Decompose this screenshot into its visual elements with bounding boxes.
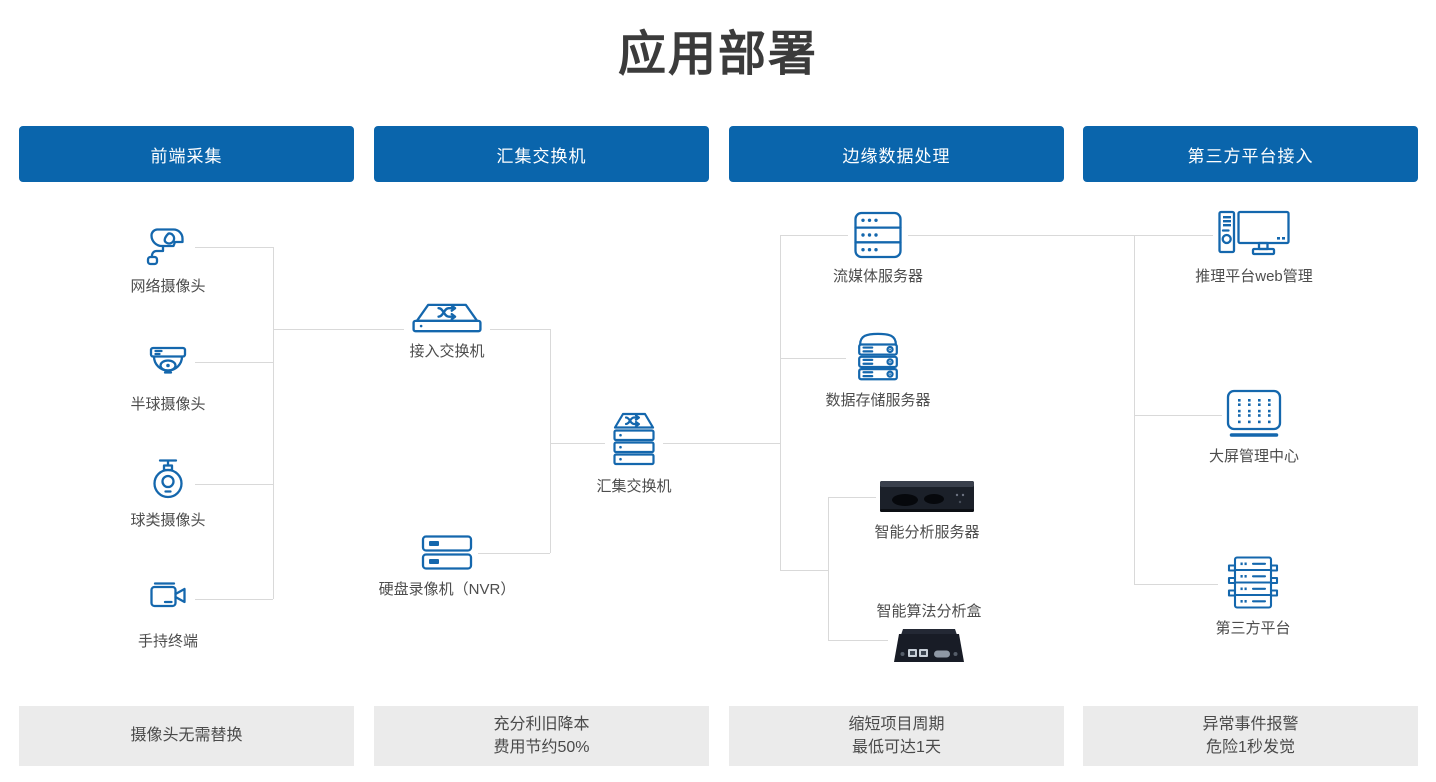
node-label: 汇集交换机 [596, 478, 672, 495]
page-title: 应用部署 [617, 28, 818, 81]
node-label: 大屏管理中心 [1208, 448, 1299, 465]
benefit-line: 摄像头无需替换 [130, 727, 243, 745]
header-front-end-capture: 前端采集 [19, 126, 354, 182]
dome-camera-icon [141, 340, 195, 388]
led-panel-icon [1222, 388, 1286, 440]
connector-line [192, 599, 273, 600]
node-label: 手持终端 [137, 633, 198, 650]
header-label: 前端采集 [150, 146, 223, 166]
connector-line [780, 358, 850, 359]
analysis-box-photo [888, 627, 970, 669]
node-analysis-server: 智能分析服务器 [837, 478, 1017, 542]
benefit-box-cost: 充分利旧降本 费用节约50% [374, 706, 709, 766]
connector-line [550, 329, 551, 553]
node-label: 球类摄像头 [130, 512, 206, 529]
node-dome-camera: 半球摄像头 [78, 340, 258, 414]
connector-line [828, 497, 882, 498]
node-label: 推理平台web管理 [1195, 268, 1313, 285]
connector-line [780, 235, 781, 570]
connector-line [780, 570, 828, 571]
node-handheld-terminal: 手持终端 [78, 577, 258, 651]
node-aggregation-switch: 汇集交换机 [544, 412, 724, 496]
connector-line [192, 362, 273, 363]
node-screen-center: 大屏管理中心 [1164, 388, 1344, 466]
server-icon [848, 210, 908, 260]
connector-line [470, 553, 550, 554]
node-label: 接入交换机 [409, 343, 485, 360]
platform-rack-icon [1218, 554, 1288, 612]
node-label: 数据存储服务器 [825, 392, 931, 409]
node-third-party: 第三方平台 [1163, 554, 1343, 638]
header-third-party-access: 第三方平台接入 [1083, 126, 1418, 182]
node-label: 网络摄像头 [130, 278, 206, 295]
node-label: 第三方平台 [1215, 620, 1291, 637]
benefit-line: 最低可达1天 [852, 739, 941, 756]
connector-line [550, 443, 612, 444]
ptz-camera-icon [141, 456, 195, 504]
node-analysis-box: 智能算法分析盒 [839, 600, 1019, 669]
benefit-line: 异常事件报警 [1202, 715, 1299, 733]
node-label: 流媒体服务器 [832, 268, 923, 285]
benefit-box-cameras: 摄像头无需替换 [19, 706, 354, 766]
bullet-camera-icon [141, 222, 195, 270]
connector-line [658, 443, 780, 444]
node-network-camera: 网络摄像头 [78, 222, 258, 296]
node-streaming-server: 流媒体服务器 [788, 210, 968, 286]
node-ball-camera: 球类摄像头 [78, 456, 258, 530]
benefit-line: 充分利旧降本 [493, 715, 590, 733]
storage-server-icon [846, 330, 910, 384]
connector-line [1134, 415, 1226, 416]
header-label: 汇集交换机 [496, 146, 587, 166]
node-label: 智能分析服务器 [874, 524, 980, 541]
benefit-line: 费用节约50% [493, 739, 590, 756]
header-label: 第三方平台接入 [1187, 146, 1314, 166]
connector-line [273, 247, 274, 599]
desktop-computer-icon [1213, 208, 1295, 260]
node-label: 硬盘录像机（NVR） [378, 581, 516, 598]
nvr-icon [416, 533, 478, 573]
node-access-switch: 接入交换机 [357, 303, 537, 361]
rack-server-photo [876, 478, 978, 516]
benefit-box-cycle: 缩短项目周期 最低可达1天 [729, 706, 1064, 766]
connector-line [906, 235, 1217, 236]
switch-icon [404, 303, 490, 335]
node-storage-server: 数据存储服务器 [788, 330, 968, 410]
connector-line [828, 640, 892, 641]
stacked-switch-icon [605, 412, 663, 470]
node-label: 半球摄像头 [130, 396, 206, 413]
node-label: 智能算法分析盒 [876, 603, 982, 620]
node-nvr: 硬盘录像机（NVR） [357, 533, 537, 599]
header-label: 边缘数据处理 [842, 146, 951, 166]
header-edge-processing: 边缘数据处理 [729, 126, 1064, 182]
node-inference-web: 推理平台web管理 [1164, 208, 1344, 286]
connector-line [192, 247, 273, 248]
camcorder-icon [141, 577, 195, 625]
connector-line [1134, 584, 1222, 585]
connector-line [1134, 235, 1135, 584]
connector-line [828, 497, 829, 640]
benefit-line: 危险1秒发觉 [1206, 739, 1295, 756]
connector-line [192, 484, 273, 485]
connector-line [780, 235, 851, 236]
benefit-box-alarm: 异常事件报警 危险1秒发觉 [1083, 706, 1418, 766]
header-aggregation-switch: 汇集交换机 [374, 126, 709, 182]
benefit-line: 缩短项目周期 [848, 715, 945, 733]
